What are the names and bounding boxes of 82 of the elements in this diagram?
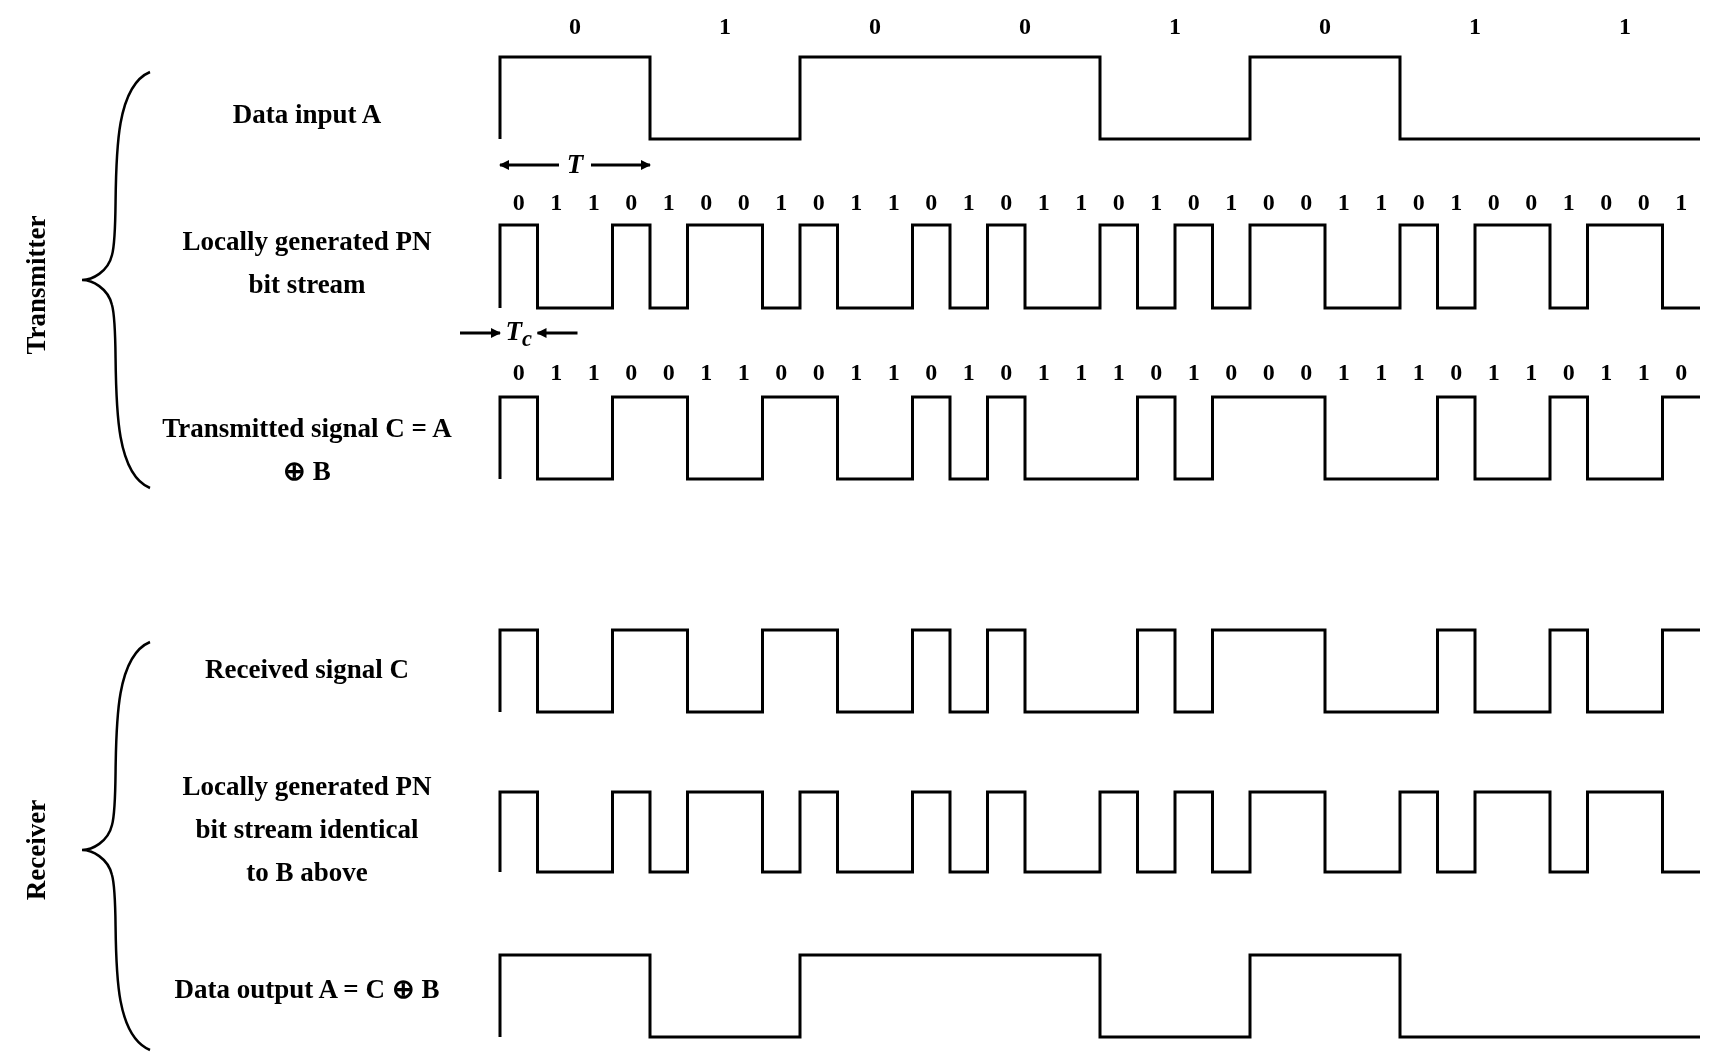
bit-label: 1 (1225, 190, 1238, 214)
bit-label: 1 (1600, 360, 1613, 384)
bit-label: 0 (1412, 190, 1425, 214)
bit-label: 0 (1600, 190, 1613, 214)
bit-label: 0 (700, 190, 713, 214)
bit-label: 1 (1075, 190, 1088, 214)
bit-label: 1 (700, 360, 713, 384)
bit-label: 0 (775, 360, 788, 384)
bit-label: 1 (850, 190, 863, 214)
bit-label: 1 (1469, 14, 1481, 38)
bit-label: 0 (737, 190, 750, 214)
bit-label: 1 (1562, 190, 1575, 214)
signal-label: Data input A (231, 98, 383, 132)
bit-label: 0 (1637, 190, 1650, 214)
bit-label: 1 (962, 190, 975, 214)
bit-label: 1 (962, 360, 975, 384)
bit-label: 0 (925, 360, 938, 384)
bit-label: 0 (1000, 190, 1013, 214)
bit-label: 1 (1412, 360, 1425, 384)
dimension-label: T (566, 150, 584, 178)
bit-label: 1 (662, 190, 675, 214)
bit-label: 0 (569, 14, 581, 38)
bit-label: 1 (1525, 360, 1538, 384)
bit-label: 1 (1375, 190, 1388, 214)
signal-label: Received signal C (204, 653, 410, 687)
bit-label: 1 (1337, 190, 1350, 214)
bit-label: 0 (1225, 360, 1238, 384)
bit-label: 1 (1450, 190, 1463, 214)
bit-label: 0 (1150, 360, 1163, 384)
bit-label: 0 (1000, 360, 1013, 384)
bit-label: 1 (550, 190, 563, 214)
bit-label: 0 (1525, 190, 1538, 214)
bit-label: 1 (1375, 360, 1388, 384)
bit-label: 1 (587, 360, 600, 384)
bit-label: 0 (1487, 190, 1500, 214)
section-label: Transmitter (22, 215, 50, 355)
bit-label: 1 (775, 190, 788, 214)
bit-label: 0 (1300, 360, 1313, 384)
section-label: Receiver (22, 799, 50, 901)
bit-label: 1 (1487, 360, 1500, 384)
bit-label: 0 (1112, 190, 1125, 214)
signal-label: Locally generated PN bit stream (181, 224, 433, 301)
bit-label: 1 (1619, 14, 1631, 38)
bit-label: 1 (887, 190, 900, 214)
bit-label: 0 (1562, 360, 1575, 384)
signal-label: Locally generated PN bit stream identical to B above (182, 770, 432, 890)
bit-label: 0 (869, 14, 881, 38)
bit-label: 1 (850, 360, 863, 384)
bit-label: 0 (812, 190, 825, 214)
bit-label: 1 (1637, 360, 1650, 384)
bit-label: 0 (625, 190, 638, 214)
bit-label: 0 (512, 360, 525, 384)
bit-label: 1 (1337, 360, 1350, 384)
bit-label: 1 (587, 190, 600, 214)
bit-label: 0 (1262, 360, 1275, 384)
bit-label: 1 (1037, 360, 1050, 384)
bit-label: 0 (512, 190, 525, 214)
bit-label: 0 (1450, 360, 1463, 384)
bit-label: 1 (737, 360, 750, 384)
bit-label: 0 (662, 360, 675, 384)
bit-label: 0 (1019, 14, 1031, 38)
dimension-label: T$_{c}$ (505, 317, 532, 351)
bit-label: 1 (1112, 360, 1125, 384)
bit-label: 0 (812, 360, 825, 384)
bit-label: 1 (1075, 360, 1088, 384)
bit-label: 0 (625, 360, 638, 384)
bit-label: 1 (1675, 190, 1688, 214)
bit-label: 1 (887, 360, 900, 384)
bit-label: 0 (1319, 14, 1331, 38)
bit-label: 1 (1037, 190, 1050, 214)
bit-label: 1 (550, 360, 563, 384)
bit-label: 0 (1187, 190, 1200, 214)
signal-label: Transmitted signal C = A ⊕ B (161, 411, 453, 488)
bit-label: 0 (1262, 190, 1275, 214)
bit-label: 0 (925, 190, 938, 214)
bit-label: 0 (1675, 360, 1688, 384)
bit-label: 0 (1300, 190, 1313, 214)
bit-label: 1 (1150, 190, 1163, 214)
bit-label: 1 (1187, 360, 1200, 384)
bit-label: 1 (1169, 14, 1181, 38)
signal-label: Data output A = C ⊕ B (173, 973, 441, 1007)
bit-label: 1 (719, 14, 731, 38)
